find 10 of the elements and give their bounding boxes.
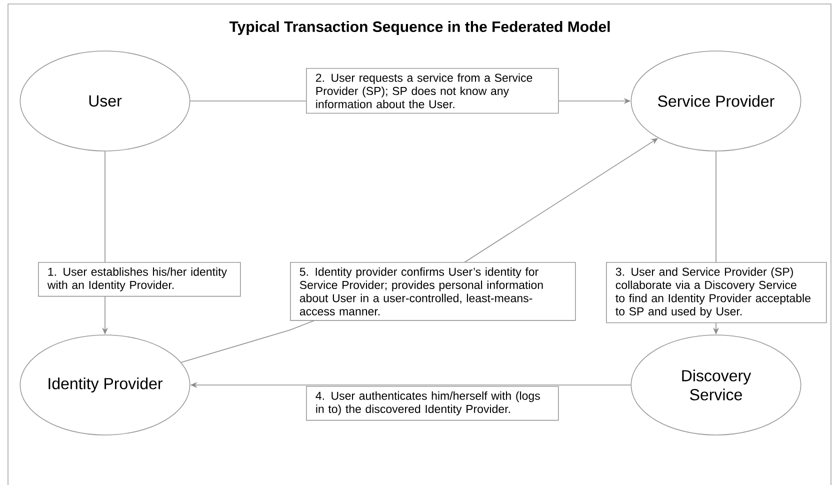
edge-label: 4. User authenticates him/herself with (logs in to) the discovered Identity Provider. bbox=[306, 386, 559, 421]
ellipse-node: User bbox=[20, 50, 190, 152]
title: Typical Transaction Sequence in the Federated Model bbox=[229, 21, 610, 35]
ellipse-node: Discovery Service bbox=[630, 334, 802, 436]
edge-label: 1. User establishes his/her identity with an Identity Provider. bbox=[38, 262, 241, 297]
edge-label: 2. User requests a service from a Service Provider (SP); SP does not know any information about the User. bbox=[306, 68, 559, 114]
edge-label: 5. Identity provider confirms User’s identity for Service Provider; provides personal information about User in a user-controlled, least-means-access manner. bbox=[290, 262, 576, 321]
ellipse-node: Service Provider bbox=[630, 50, 802, 152]
ellipse-node: Identity Provider bbox=[20, 334, 190, 436]
edge-label: 3. User and Service Provider (SP) collaborate via a Discovery Service to find an Identity Provider acceptable to SP and used by User. bbox=[606, 262, 827, 324]
